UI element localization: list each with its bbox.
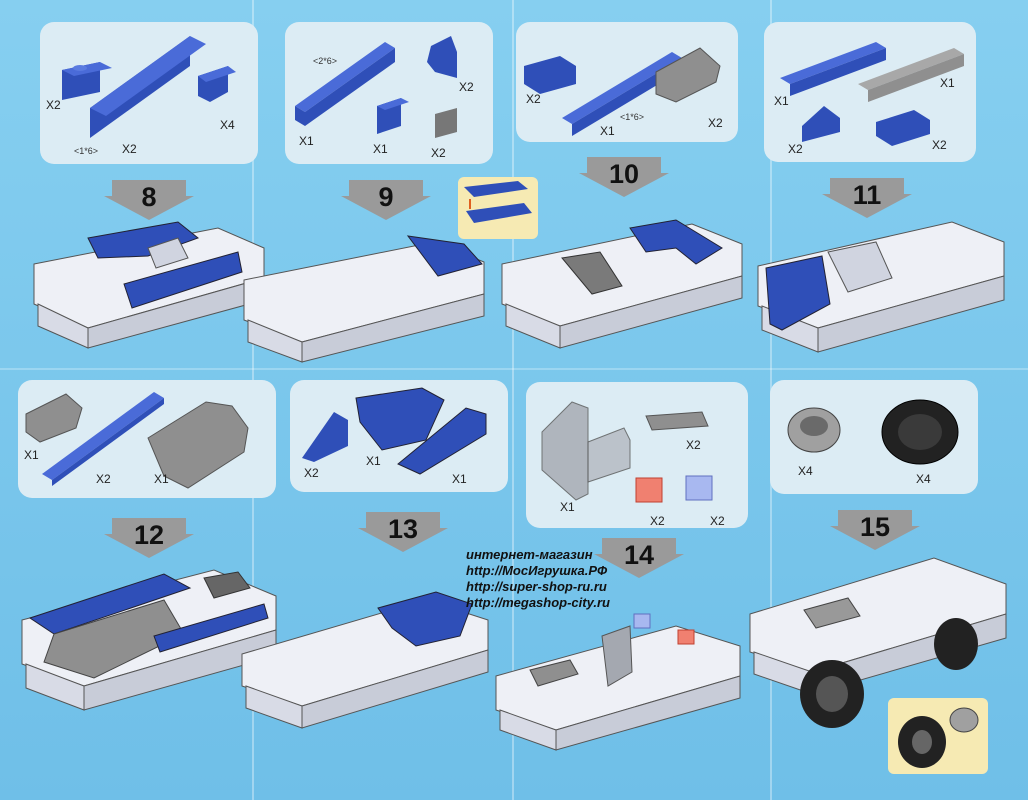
qty-label: X4 — [220, 118, 235, 132]
wheel-assembly-inset — [888, 698, 988, 774]
fold-line — [0, 368, 1028, 370]
size-label: <1*6> — [74, 146, 99, 156]
parts-panel-step-8: X2 <1*6> X2 X4 — [40, 22, 258, 164]
part-bricks-icon — [780, 42, 964, 146]
qty-label: X4 — [916, 472, 931, 486]
part-bricks-icon — [302, 387, 487, 475]
qty-label: X2 — [46, 98, 61, 112]
size-label: <1*6> — [620, 112, 645, 122]
watermark-link: http://МосИгрушка.РФ — [466, 563, 608, 578]
qty-label: X1 — [940, 76, 955, 90]
size-label: <2*6> — [313, 56, 338, 66]
parts-panel-step-12: X1 X2 X1 — [18, 380, 276, 498]
part-bricks-icon — [295, 36, 457, 138]
fold-line — [512, 0, 514, 800]
step-marker-10: 10 — [579, 157, 669, 197]
part-wheels-icon — [787, 399, 959, 465]
step-number: 15 — [859, 512, 891, 542]
car-model-step-12 — [21, 569, 277, 711]
qty-label: X2 — [96, 472, 111, 486]
qty-label: X2 — [932, 138, 947, 152]
car-model-step-9 — [243, 235, 485, 363]
car-model-step-10 — [501, 219, 743, 349]
part-bricks-icon — [25, 392, 249, 489]
part-bricks-icon — [524, 47, 721, 136]
qty-label: X2 — [122, 142, 137, 156]
qty-label: X2 — [650, 514, 665, 528]
parts-panel-step-10: X2 <1*6> X1 X2 — [516, 22, 738, 142]
step-number: 8 — [141, 182, 157, 212]
step-number: 11 — [852, 180, 882, 210]
step-number: 10 — [608, 159, 640, 189]
step-marker-12: 12 — [104, 518, 194, 558]
qty-label: X2 — [431, 146, 446, 160]
parts-panel-step-9: <2*6> X1 X2 X1 X2 — [285, 22, 493, 164]
parts-panel-step-11: X1 X1 X2 X2 — [764, 22, 976, 162]
car-model-step-8 — [33, 221, 265, 349]
qty-label: X1 — [366, 454, 381, 468]
qty-label: X2 — [526, 92, 541, 106]
step-number: 12 — [133, 520, 165, 550]
step-marker-15: 15 — [830, 510, 920, 550]
qty-label: X1 — [600, 124, 615, 138]
step-marker-8: 8 — [104, 180, 194, 220]
car-model-step-11 — [757, 221, 1005, 353]
qty-label: X4 — [798, 464, 813, 478]
step-marker-9: 9 — [341, 180, 431, 220]
step-marker-14: 14 — [594, 538, 684, 578]
watermark-link: http://megashop-city.ru — [466, 595, 610, 610]
step-marker-11: 11 — [822, 178, 912, 218]
watermark-link: http://super-shop-ru.ru — [466, 579, 607, 594]
parts-panel-step-15: X4 X4 — [770, 380, 978, 494]
car-model-step-14 — [495, 613, 741, 751]
qty-label: X1 — [774, 94, 789, 108]
sub-assembly-inset — [458, 177, 538, 239]
qty-label: X2 — [304, 466, 319, 480]
parts-panel-step-13: X2 X1 X1 — [290, 380, 508, 492]
shop-watermark: интернет-магазин http://МосИгрушка.РФ ht… — [466, 547, 666, 611]
qty-label: X1 — [24, 448, 39, 462]
step-number: 9 — [378, 182, 394, 212]
qty-label: X2 — [708, 116, 723, 130]
part-bricks-icon — [541, 401, 713, 503]
car-model-step-15 — [749, 557, 1007, 728]
qty-label: X2 — [686, 438, 701, 452]
qty-label: X1 — [299, 134, 314, 148]
car-model-step-13 — [241, 591, 489, 729]
qty-label: X2 — [459, 80, 474, 94]
qty-label: X1 — [373, 142, 388, 156]
qty-label: X1 — [452, 472, 467, 486]
qty-label: X2 — [788, 142, 803, 156]
step-number: 13 — [387, 514, 419, 544]
qty-label: X1 — [154, 472, 169, 486]
qty-label: X2 — [710, 514, 725, 528]
step-marker-13: 13 — [358, 512, 448, 552]
parts-panel-step-14: X2 X1 X2 X2 — [526, 382, 748, 528]
part-bricks-icon — [62, 36, 236, 138]
qty-label: X1 — [560, 500, 575, 514]
watermark-line: интернет-магазин — [466, 547, 593, 562]
step-number: 14 — [623, 540, 655, 570]
